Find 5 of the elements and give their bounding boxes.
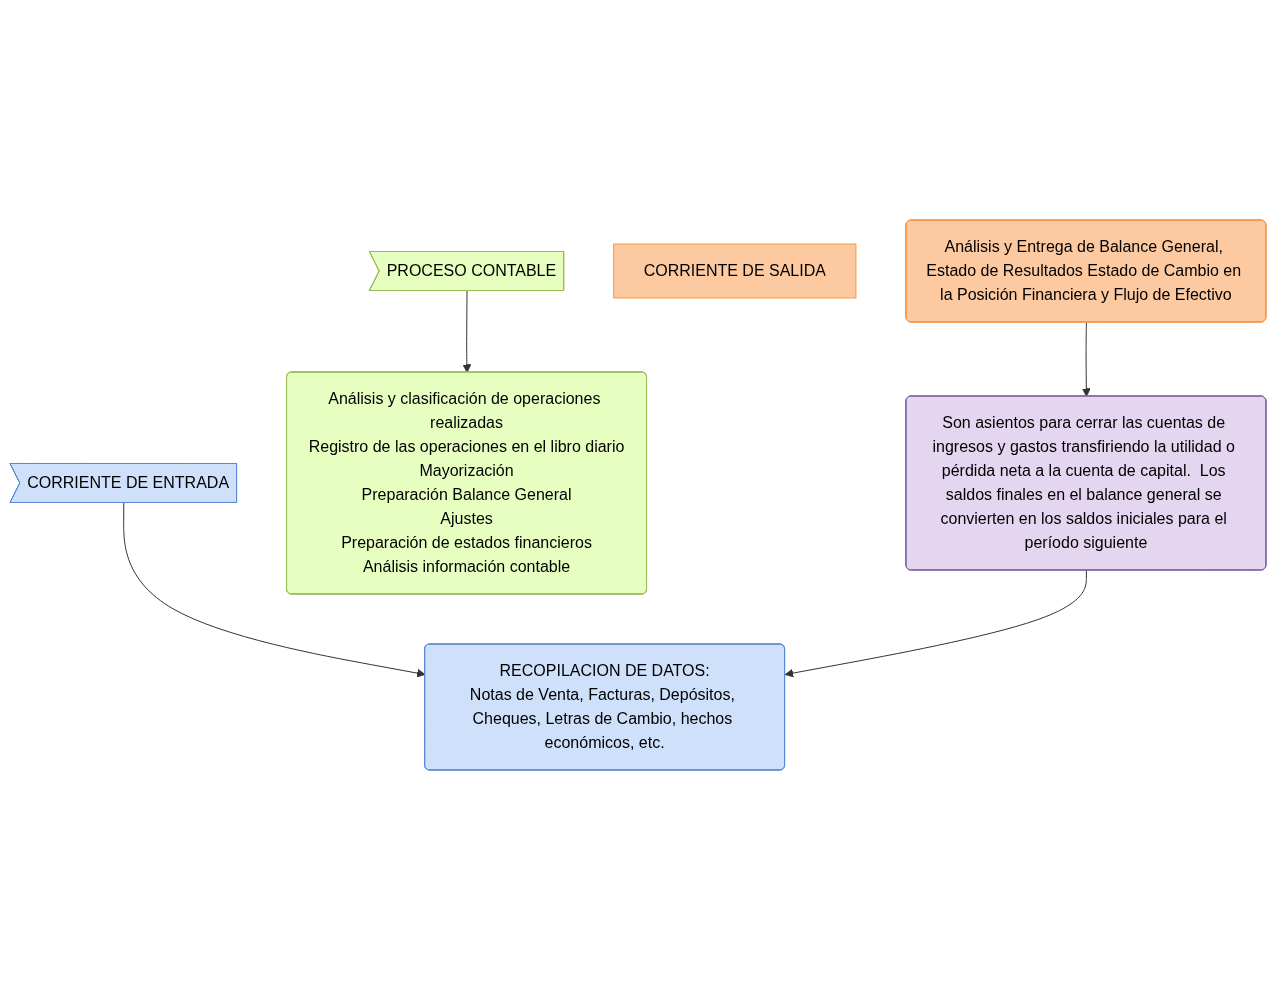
arrow bbox=[784, 570, 1087, 678]
node-box: CORRIENTE DE SALIDA bbox=[612, 243, 856, 299]
arrow bbox=[122, 502, 426, 678]
arrow bbox=[462, 290, 471, 373]
arrow bbox=[1081, 322, 1091, 397]
